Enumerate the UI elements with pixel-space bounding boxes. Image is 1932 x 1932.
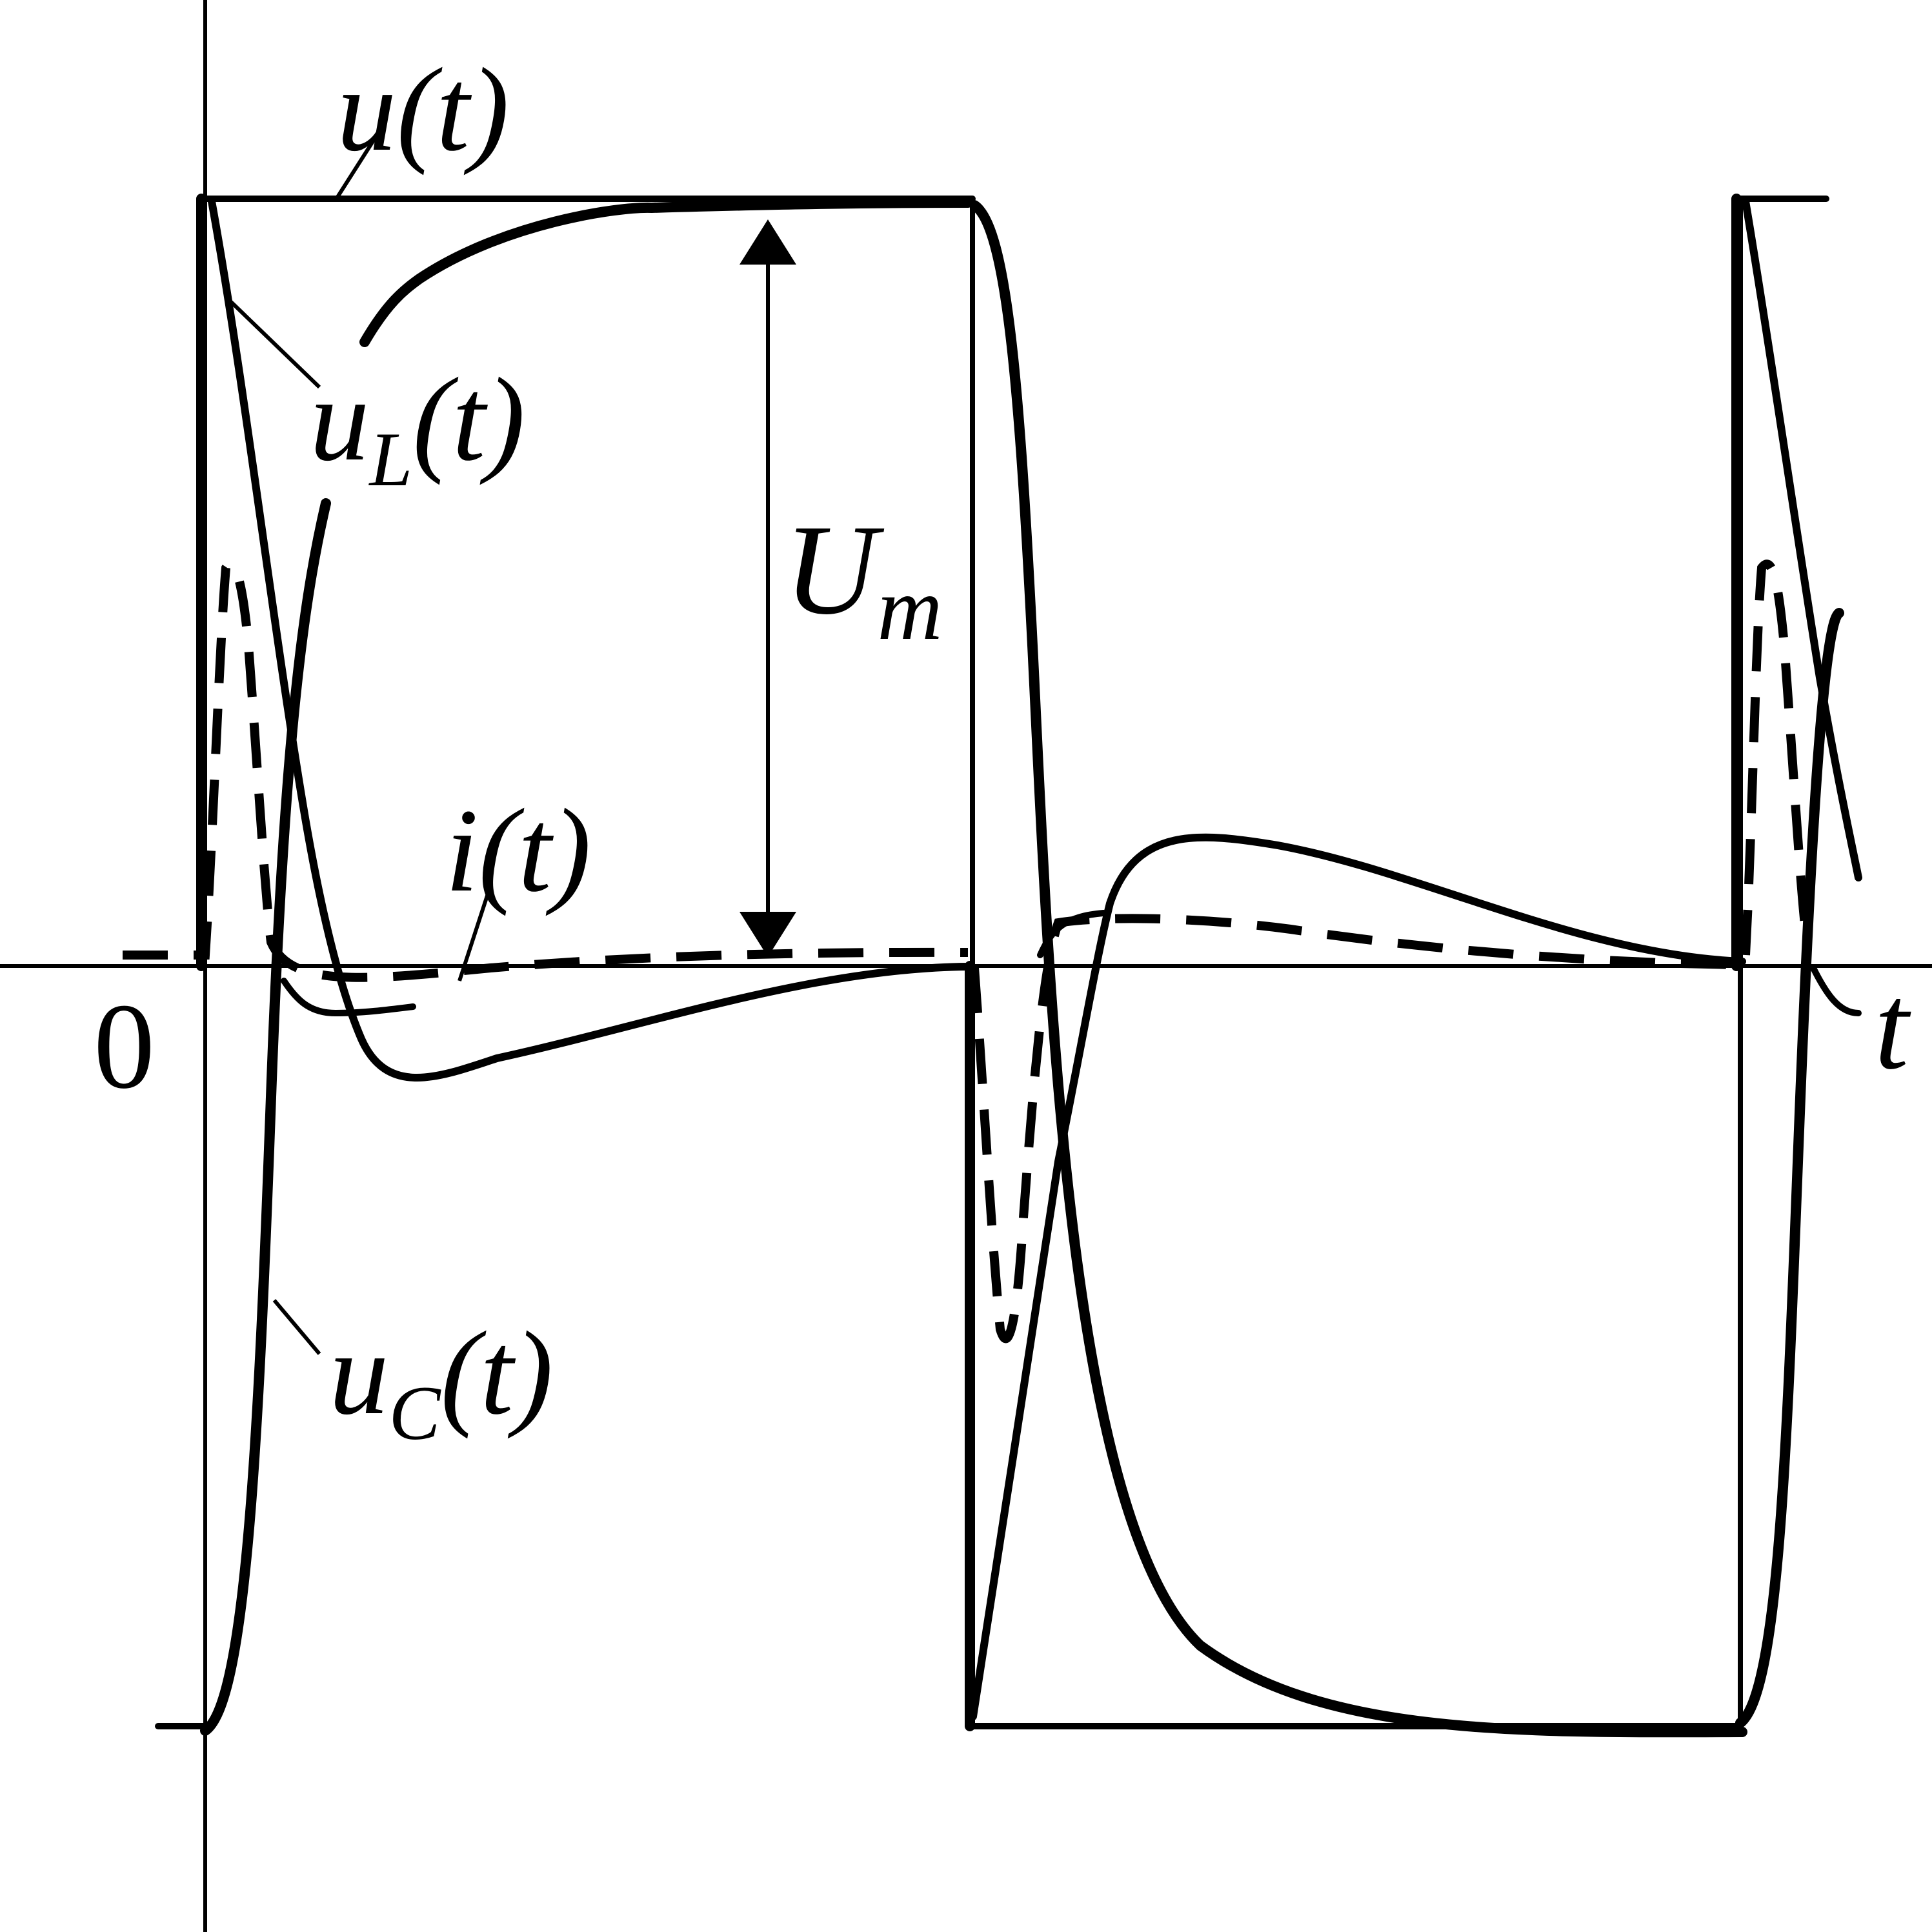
leader-u-t <box>334 133 379 201</box>
labels: u(t) uL(t) i(t) uC(t) Um 0 t <box>94 44 1911 1456</box>
uc-t-fall <box>969 200 1747 1738</box>
label-i-t-arg: (t) <box>478 785 591 917</box>
ul-t-small-tail-2 <box>1810 965 1862 1016</box>
ul-t-negative-pulse <box>969 833 1746 1720</box>
label-ul-t-sub: L <box>368 416 413 502</box>
uc-t-rise-steep-2 <box>1735 608 1844 1728</box>
label-u-t-main: u <box>337 44 397 176</box>
leader-uc-t <box>272 1299 321 1355</box>
i-t-first-half <box>123 559 969 982</box>
amplitude-arrowhead-top <box>740 219 796 265</box>
label-uc-t-main: u <box>329 1307 389 1440</box>
series-i-t <box>123 559 1811 1343</box>
i-t-second-half <box>970 914 1743 1343</box>
leader-lines <box>225 133 490 1355</box>
series-uc-t <box>200 197 1844 1738</box>
x-tick-label-0: 0 <box>94 979 155 1114</box>
ul-t-small-tail <box>281 978 416 1017</box>
label-uc-t-sub: C <box>389 1370 442 1456</box>
i-t-third-half <box>1741 559 1811 956</box>
amplitude-dimension <box>740 219 796 957</box>
uc-t-rise-steep <box>200 498 331 1736</box>
label-ul-t-arg: (t) <box>412 354 525 486</box>
label-u-t-arg: (t) <box>397 44 510 176</box>
label-uc-t: uC(t) <box>329 1307 553 1456</box>
series-ul-t <box>208 197 1862 1720</box>
uc-t-approach-top <box>359 197 973 347</box>
ul-t-positive-pulse <box>208 197 972 1082</box>
amplitude-arrowhead-bottom <box>740 912 796 957</box>
label-amplitude-sub: m <box>877 559 942 659</box>
x-axis-label: t <box>1875 960 1911 1095</box>
ul-t-positive-pulse-2 <box>1742 197 1862 881</box>
leader-ul-t <box>225 296 321 389</box>
label-i-t-main: i <box>445 785 478 917</box>
label-uc-t-arg: (t) <box>441 1307 554 1440</box>
label-amplitude: Um <box>784 499 943 659</box>
label-ul-t-main: u <box>310 354 370 486</box>
label-ul-t: uL(t) <box>310 354 525 502</box>
leader-i-t <box>458 893 490 981</box>
label-u-t: u(t) <box>337 44 509 176</box>
label-amplitude-main: U <box>784 499 885 641</box>
label-i-t: i(t) <box>445 785 591 917</box>
